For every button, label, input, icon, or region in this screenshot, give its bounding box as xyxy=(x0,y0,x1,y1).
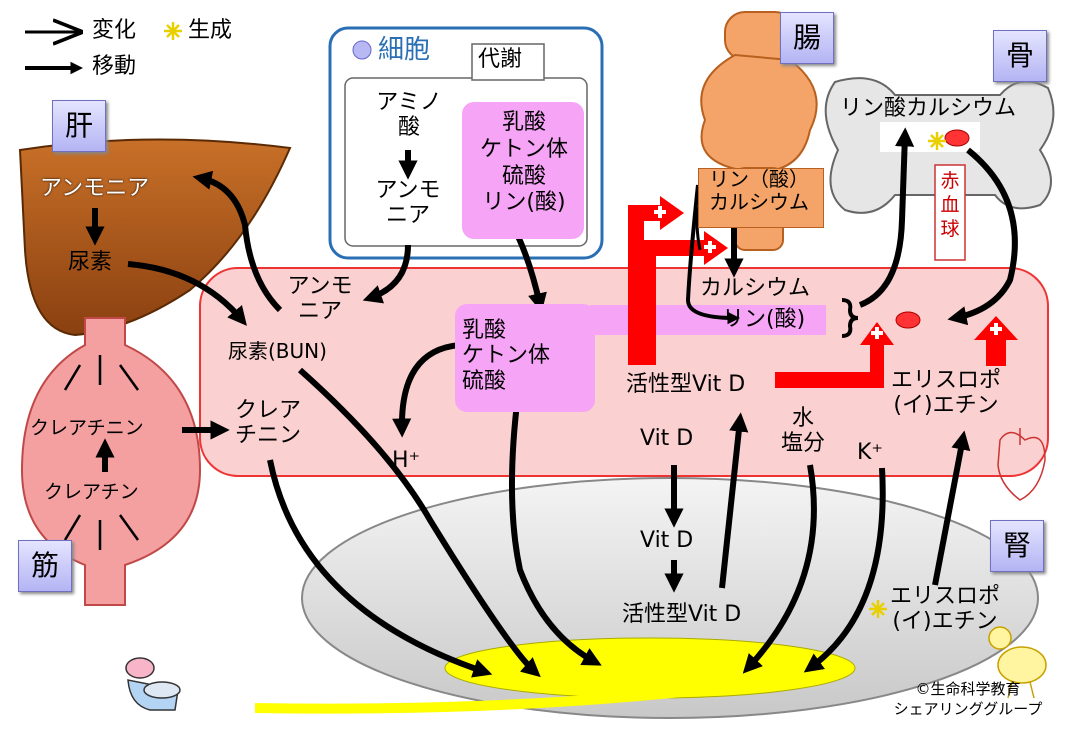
legend-move: 移動 xyxy=(92,54,137,79)
cell-ammonia-label: アンモ ニア xyxy=(375,178,441,229)
urine-stream xyxy=(254,685,701,714)
kidney-active-vitd: 活性型Vit D xyxy=(622,602,742,627)
rbc-blood xyxy=(895,311,921,329)
blood-phosphate: リン(酸) xyxy=(722,307,806,332)
amino-acid-label: アミノ 酸 xyxy=(376,90,442,141)
bone-rbc-label: 赤 血 球 xyxy=(940,170,960,240)
blood-erythropoietin: エリスロポ (イ)エチン xyxy=(890,368,1001,419)
muscle-tag: 筋 xyxy=(18,540,72,592)
blood-k-ion: K⁺ xyxy=(857,440,884,465)
intestine-tag: 腸 xyxy=(780,12,834,64)
bone-tag: 骨 xyxy=(993,30,1047,82)
cell-acid-box xyxy=(462,102,584,239)
blood-calcium: カルシウム xyxy=(700,276,811,301)
muscle-creatine: クレアチン xyxy=(44,481,139,503)
legend-generate: 生成 xyxy=(188,18,233,43)
metabolism-label: 代謝 xyxy=(478,47,523,72)
toilet-icon xyxy=(125,657,181,711)
chick-icon xyxy=(988,626,1047,699)
kidney-tag: 腎 xyxy=(990,520,1044,572)
blood-acids: 乳酸 ケトン体 硫酸 xyxy=(462,318,551,394)
blood-acid-box xyxy=(455,304,595,412)
credit-text: ©生命科学教育 シェアリンググループ xyxy=(893,680,1043,718)
heart-icon xyxy=(997,428,1046,501)
legend-change: 変化 xyxy=(92,18,137,43)
rbc-bone xyxy=(944,129,970,147)
blood-ammonia: アンモ ニア xyxy=(287,274,353,325)
kidney-vitd: Vit D xyxy=(640,528,694,553)
liver-urea: 尿素 xyxy=(68,250,113,275)
cell-title: 細胞 xyxy=(378,35,431,65)
kidney-erythropoietin: エリスロポ (イ)エチン xyxy=(889,584,1000,635)
blood-water-salt: 水 塩分 xyxy=(780,406,825,457)
bone-calcium-phosphate: リン酸カルシウム xyxy=(840,96,1017,121)
blood-bun: 尿素(BUN) xyxy=(228,339,327,363)
blood-creatinine: クレア チニン xyxy=(234,398,301,449)
cell-acids-label: 乳酸 ケトン体 硫酸 リン(酸) xyxy=(479,110,568,216)
blood-active-vitd: 活性型Vit D xyxy=(626,372,746,397)
intestine-phos-calcium: リン（酸） カルシウム xyxy=(709,167,809,214)
blood-h-ion: H⁺ xyxy=(392,448,421,473)
blood-vessel xyxy=(199,267,1049,477)
blood-vitd: Vit D xyxy=(640,426,694,451)
liver-ammonia: アンモニア xyxy=(40,176,150,201)
intestine-label-box xyxy=(698,168,824,228)
liver-tag: 肝 xyxy=(52,100,106,152)
muscle-creatinine: クレアチニン xyxy=(30,417,144,439)
generate-star-icon xyxy=(164,22,182,40)
urine-pool xyxy=(444,637,856,699)
